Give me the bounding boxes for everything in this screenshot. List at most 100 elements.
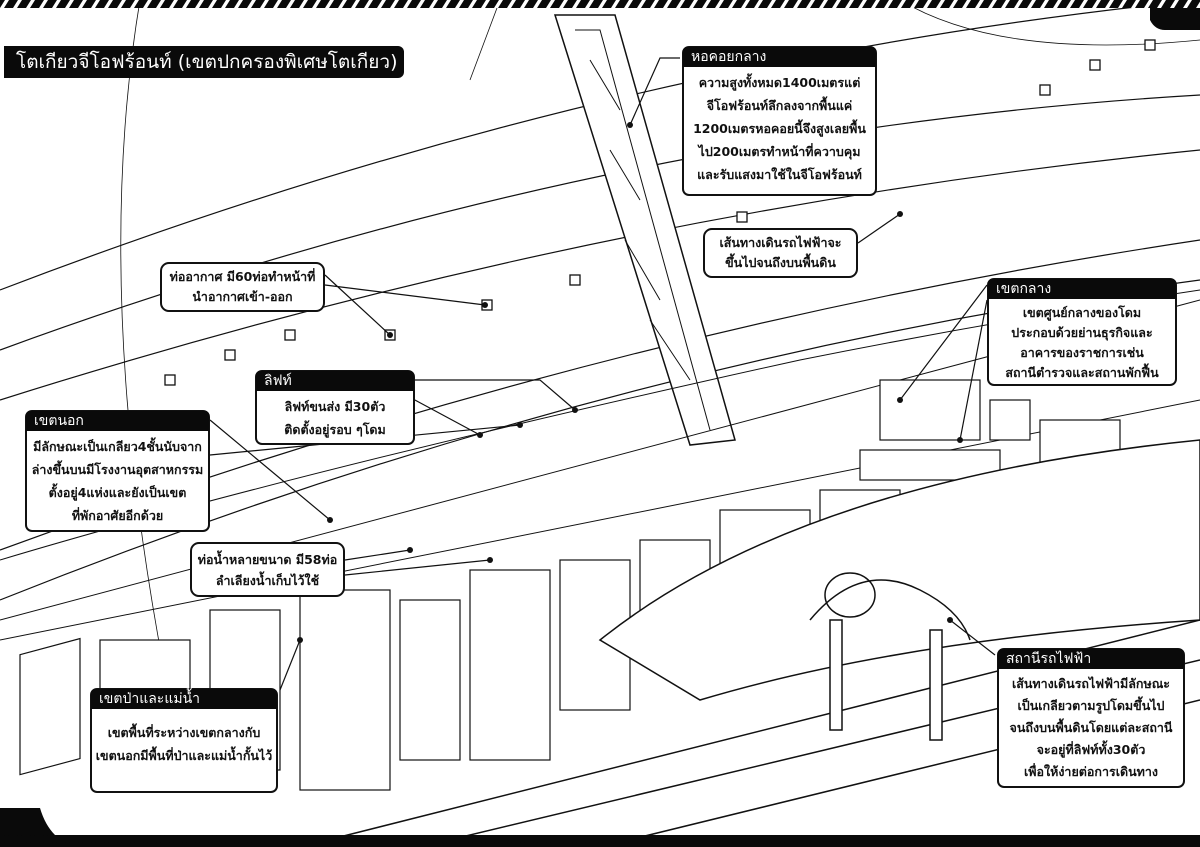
- hatch-tick: [1118, 835, 1127, 843]
- hatch-tick: [1027, 0, 1036, 8]
- hatch-tick: [39, 835, 48, 843]
- hatch-tick: [741, 0, 750, 8]
- hatch-tick: [949, 0, 958, 8]
- callout-line: ไป200เมตรทำหน้าที่ควาบคุม: [698, 144, 861, 159]
- hatch-tick: [988, 835, 997, 843]
- hatch-tick: [767, 835, 776, 843]
- hatch-tick: [377, 0, 386, 8]
- hatch-tick: [1183, 835, 1192, 843]
- hatch-tick: [52, 835, 61, 843]
- hatch-tick: [533, 0, 542, 8]
- hatch-tick: [897, 0, 906, 8]
- hatch-tick: [52, 0, 61, 8]
- hatch-tick: [143, 835, 152, 843]
- hatch-tick: [221, 0, 230, 8]
- callout-central-zone: เขตกลาง เขตศูนย์กลางของโดม ประกอบด้วยย่า…: [987, 278, 1177, 386]
- hatch-tick: [1157, 835, 1166, 843]
- hatch-tick: [559, 0, 568, 8]
- callout-heading: ลิฟท์: [256, 371, 414, 391]
- callout-line: อาคารของราชการเช่น: [1020, 345, 1144, 360]
- hatch-tick: [234, 835, 243, 843]
- callout-line: มีลักษณะเป็นเกลียว4ชั้นนับจาก: [33, 439, 202, 454]
- hatch-tick: [676, 0, 685, 8]
- callout-heading: เขตนอก: [26, 411, 209, 431]
- hatch-tick: [975, 835, 984, 843]
- hatch-tick: [663, 0, 672, 8]
- hatch-tick: [195, 835, 204, 843]
- hatch-tick: [481, 0, 490, 8]
- hatch-tick: [1170, 0, 1179, 8]
- callout-line: ตั้งอยู่4แห่งและยังเป็นเขต: [48, 485, 187, 500]
- hatch-tick: [195, 0, 204, 8]
- callout-heading: หอคอยกลาง: [683, 47, 876, 67]
- hatch-tick: [819, 0, 828, 8]
- callout-line: เพื่อให้ง่ายต่อการเดินทาง: [1023, 764, 1159, 779]
- callout-line: ลำเลียงน้ำเก็บไว้ใช้: [215, 572, 320, 588]
- hatch-tick: [247, 835, 256, 843]
- hatch-tick: [923, 835, 932, 843]
- hatch-tick: [884, 835, 893, 843]
- callout-forest-river: เขตป่าและแม่น้ำ เขตพื้นที่ระหว่างเขตกลาง…: [90, 688, 278, 793]
- hatch-tick: [832, 835, 841, 843]
- callout-line: เส้นทางเดินรถไฟฟ้าจะ: [719, 235, 842, 250]
- hatch-tick: [988, 0, 997, 8]
- hatch-tick: [910, 0, 919, 8]
- hatch-tick: [611, 0, 620, 8]
- hatch-tick: [1014, 0, 1023, 8]
- hatch-tick: [962, 835, 971, 843]
- callout-train-station: สถานีรถไฟฟ้า เส้นทางเดินรถไฟฟ้ามีลักษณะ …: [997, 648, 1185, 788]
- hatch-tick: [169, 0, 178, 8]
- hatch-tick: [1144, 0, 1153, 8]
- hatch-tick: [234, 0, 243, 8]
- hatch-tick: [1014, 835, 1023, 843]
- callout-line: และรับแสงมาใช้ในจีโอฟร้อนท์: [697, 167, 862, 182]
- hatch-tick: [663, 835, 672, 843]
- callout-lifts: ลิฟท์ ลิฟท์ขนส่ง มี30ตัว ติดตั้งอยู่รอบ …: [255, 370, 415, 445]
- hatch-tick: [650, 835, 659, 843]
- hatch-tick: [26, 0, 35, 8]
- hatch-tick: [312, 0, 321, 8]
- callout-heading: เขตป่าและแม่น้ำ: [91, 689, 277, 709]
- hatch-tick: [273, 0, 282, 8]
- hatch-tick: [130, 835, 139, 843]
- hatch-tick: [936, 835, 945, 843]
- hatch-tick: [819, 835, 828, 843]
- hatch-tick: [312, 835, 321, 843]
- hatch-tick: [260, 835, 269, 843]
- hatch-tick: [598, 835, 607, 843]
- hatch-tick: [39, 0, 48, 8]
- buildings: [19, 379, 1121, 791]
- callout-central-tower: หอคอยกลาง ความสูงทั้งหมด1400เมตรแต่ จีโอ…: [682, 46, 877, 196]
- hatch-tick: [117, 0, 126, 8]
- hatch-tick: [156, 0, 165, 8]
- hatch-tick: [13, 0, 22, 8]
- hatch-tick: [832, 0, 841, 8]
- hatch-tick: [637, 835, 646, 843]
- hatch-tick: [364, 835, 373, 843]
- callout-line: เขตนอกมีพื้นที่ป่าและแม่น้ำกั้นไว้: [95, 748, 273, 763]
- hatch-tick: [1079, 835, 1088, 843]
- callout-line: ที่พักอาศัยอีกด้วย: [71, 508, 164, 523]
- hatch-tick: [351, 835, 360, 843]
- hatch-tick: [702, 0, 711, 8]
- callout-line: ท่อน้ำหลายขนาด มี58ท่อ: [197, 551, 338, 567]
- hatch-tick: [143, 0, 152, 8]
- hatch-tick: [962, 0, 971, 8]
- hatch-tick: [1066, 835, 1075, 843]
- hatch-tick: [793, 835, 802, 843]
- hatch-tick: [91, 0, 100, 8]
- hatch-tick: [1196, 836, 1200, 843]
- callout-line: 1200เมตรหอคอยนี้จึงสูงเลยพื้น: [693, 121, 866, 136]
- callout-line: ประกอบด้วยย่านธุรกิจและ: [1011, 325, 1153, 340]
- hatch-tick: [806, 835, 815, 843]
- hatch-tick: [494, 0, 503, 8]
- hatch-tick: [715, 835, 724, 843]
- hatch-tick: [481, 835, 490, 843]
- hatch-tick: [364, 0, 373, 8]
- hatch-tick: [780, 835, 789, 843]
- callout-heading: สถานีรถไฟฟ้า: [998, 649, 1184, 669]
- hatch-tick: [507, 0, 516, 8]
- hatch-tick: [442, 0, 451, 8]
